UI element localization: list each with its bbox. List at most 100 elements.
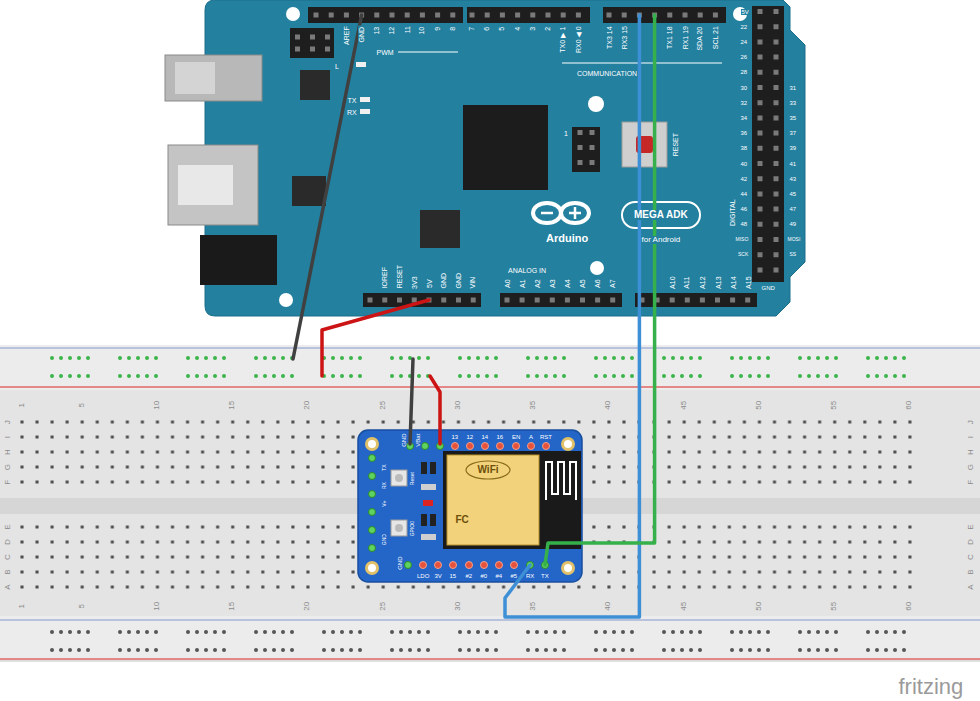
row-letter: D (967, 538, 975, 546)
icsp-header (290, 28, 334, 58)
pin-pad (528, 443, 535, 450)
pin-label: 38 (740, 145, 749, 151)
pin-label: RST (539, 434, 553, 440)
row-letter: I (967, 435, 975, 439)
rail-holes (48, 626, 932, 656)
pin-label: 16 (496, 434, 505, 440)
arduino-logo (533, 203, 561, 223)
usb-a-connector (168, 145, 258, 225)
column-number: 35 (529, 601, 537, 612)
silkscreen-label: PWM (376, 49, 395, 56)
row-letter: G (967, 463, 975, 471)
column-number: 30 (454, 601, 462, 612)
pin-label: 48 (740, 221, 749, 227)
header-pins (295, 35, 332, 40)
mounting-hole (368, 440, 376, 448)
pin-label: A4 (564, 278, 571, 289)
smd-component (421, 514, 427, 526)
model-name: MEGA ADK (633, 210, 689, 221)
led (360, 109, 370, 114)
usb-a-connector (178, 165, 233, 205)
pin-label: 45 (789, 191, 798, 197)
pin-label: 37 (789, 130, 798, 136)
arduino-logo (541, 212, 553, 215)
arduino-logo (574, 207, 577, 219)
pin-label: 32 (740, 100, 749, 106)
signal-wire (545, 15, 655, 565)
ground-wire (410, 359, 413, 444)
pin-label: RX1 19 (682, 25, 689, 50)
microcontroller-chip (463, 105, 548, 190)
pin-label: 3V3 (411, 275, 418, 289)
mounting-hole (564, 440, 572, 448)
button-label: GPIO0 (410, 519, 415, 536)
led-label: RX (346, 109, 358, 116)
pin-label: 41 (789, 161, 798, 167)
header-pins (758, 9, 763, 280)
pin-header (752, 6, 784, 282)
pin-label: 3V (434, 573, 443, 579)
row-letter: C (967, 553, 975, 561)
usb-b-connector (175, 62, 215, 94)
mounting-hole (365, 437, 379, 451)
pin-label: 10 (419, 25, 426, 35)
pin-header (500, 293, 622, 307)
pin-label: 46 (740, 206, 749, 212)
pin-pad (369, 455, 376, 462)
header-pins (774, 9, 779, 280)
pin-label: A5 (579, 278, 586, 289)
pin-label: V+ (382, 499, 387, 507)
esp-module (443, 451, 581, 549)
pin-label: 5V (425, 278, 432, 289)
arduino-pcb (205, 0, 805, 316)
column-number: 15 (228, 400, 236, 411)
pin-label: AREF (343, 25, 350, 46)
pin-label: EN (511, 434, 521, 440)
power-jack (200, 235, 277, 285)
power-rail (0, 616, 980, 661)
smd-component (430, 462, 436, 474)
column-number: 60 (906, 400, 914, 411)
pin-label: 34 (740, 115, 749, 121)
pin-pad (422, 443, 429, 450)
pin-label: 4 (514, 25, 521, 31)
column-number: 55 (830, 400, 838, 411)
pin-pad (420, 562, 427, 569)
header-pins (607, 13, 725, 18)
pin-label: RX (525, 573, 535, 579)
pin-pad (497, 443, 504, 450)
pin-label: GND (400, 432, 406, 447)
smd-led (423, 500, 433, 506)
pin-label: 7 (468, 25, 475, 31)
silkscreen-label: ANALOG IN (507, 267, 547, 274)
column-number: 1 (18, 402, 26, 408)
row-letter: I (4, 435, 12, 439)
header-pins (578, 130, 583, 170)
pin-label: GND (381, 533, 386, 546)
pin-label: A11 (684, 275, 691, 289)
esp8266-pcb (358, 430, 582, 582)
column-number: 45 (680, 601, 688, 612)
pin-label: 5 (499, 25, 506, 31)
led (360, 97, 370, 102)
header-pins (295, 47, 332, 52)
smd-component (430, 514, 436, 526)
push-button (391, 470, 407, 486)
column-number: 40 (605, 601, 613, 612)
pin-label: 14 (481, 434, 490, 440)
pin-label: MOSI (787, 237, 802, 242)
module-logo: WiFi (477, 465, 500, 476)
mounting-hole (368, 564, 376, 572)
pin-label: RESET (396, 264, 403, 289)
column-number: 20 (304, 400, 312, 411)
row-letter: J (967, 419, 975, 425)
pin-label: 49 (789, 221, 798, 227)
silkscreen-label: COMMUNICATION (576, 70, 638, 77)
ground-wire (293, 15, 362, 359)
column-number: 35 (529, 400, 537, 411)
pin-pad (482, 443, 489, 450)
pin-pad (513, 443, 520, 450)
ic-chip (300, 70, 330, 100)
header-pins (470, 13, 589, 18)
column-number: 15 (228, 601, 236, 612)
